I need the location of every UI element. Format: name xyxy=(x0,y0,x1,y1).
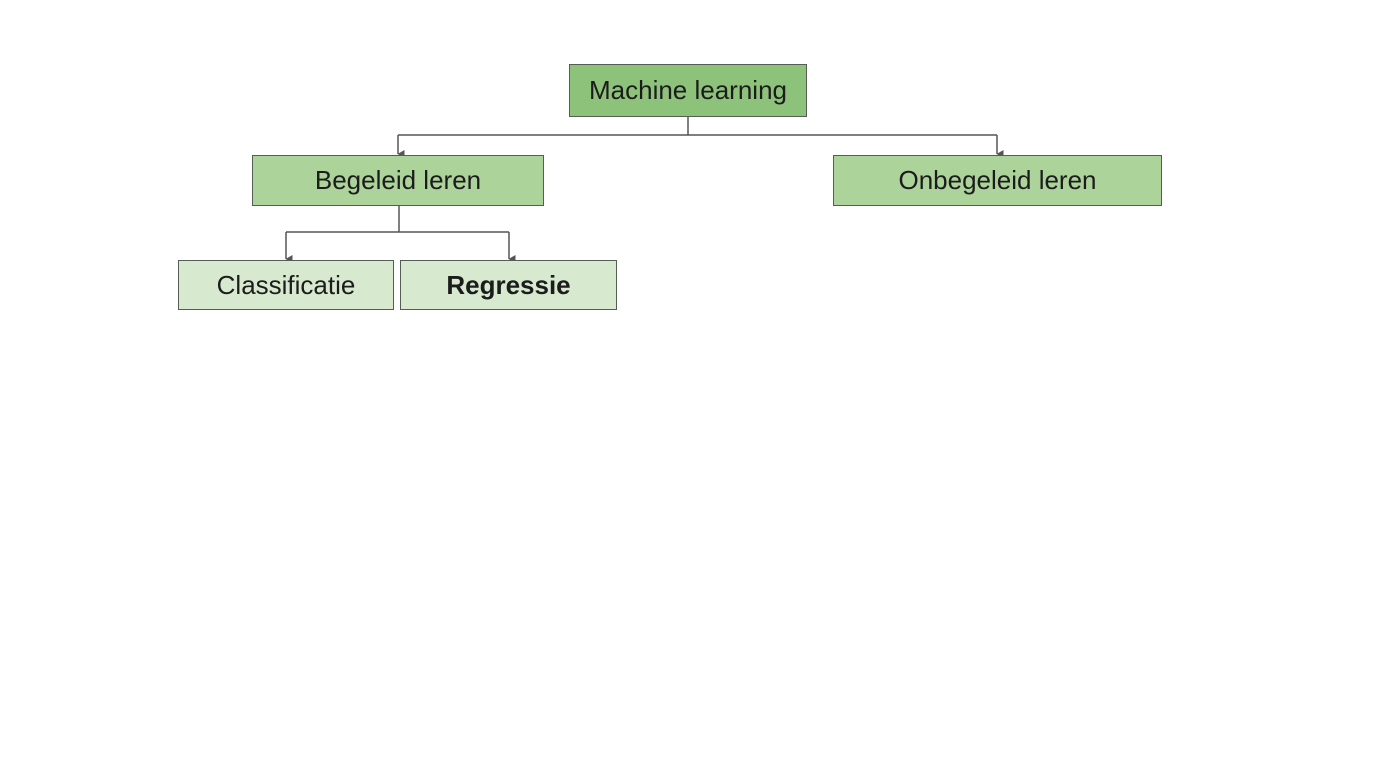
node-onbegeleid-leren-label: Onbegeleid leren xyxy=(898,165,1097,195)
node-machine-learning-label: Machine learning xyxy=(588,75,787,105)
node-begeleid-leren-label: Begeleid leren xyxy=(314,165,482,195)
node-machine-learning: Machine learning xyxy=(569,64,807,117)
node-classificatie-label: Classificatie xyxy=(216,269,356,300)
node-begeleid-leren: Begeleid leren xyxy=(252,155,544,206)
node-classificatie: Classificatie xyxy=(178,260,394,310)
node-regressie-label: Regressie xyxy=(446,269,571,300)
node-regressie: Regressie xyxy=(400,260,617,310)
node-onbegeleid-leren: Onbegeleid leren xyxy=(833,155,1162,206)
